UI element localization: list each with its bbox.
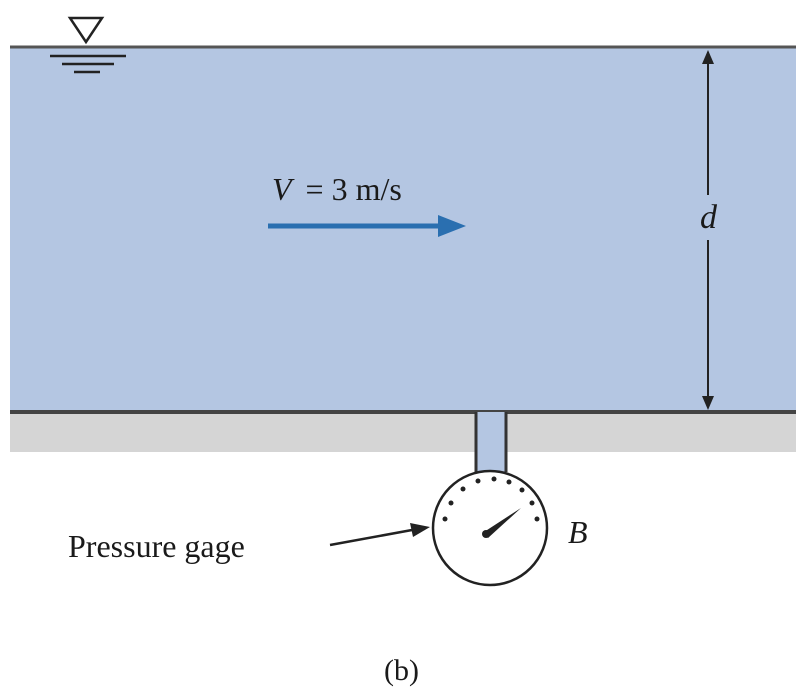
figure-caption: (b) [384, 654, 419, 687]
velocity-symbol: V [272, 171, 295, 207]
depth-dimension [702, 50, 714, 410]
pressure-gage-icon [431, 469, 549, 587]
gage-leader-arrow [329, 523, 430, 547]
pressure-gage-label: Pressure gage [68, 528, 245, 564]
channel-floor [10, 412, 796, 452]
gage-tap-pipe [474, 412, 508, 472]
velocity-label: V = 3 m/s [272, 171, 402, 207]
water-region [10, 47, 796, 412]
velocity-value: = 3 m/s [306, 171, 402, 207]
velocity-arrow [268, 215, 466, 237]
depth-label: d [700, 199, 718, 236]
free-surface-icon [50, 16, 126, 74]
gage-point-label: B [568, 514, 588, 550]
